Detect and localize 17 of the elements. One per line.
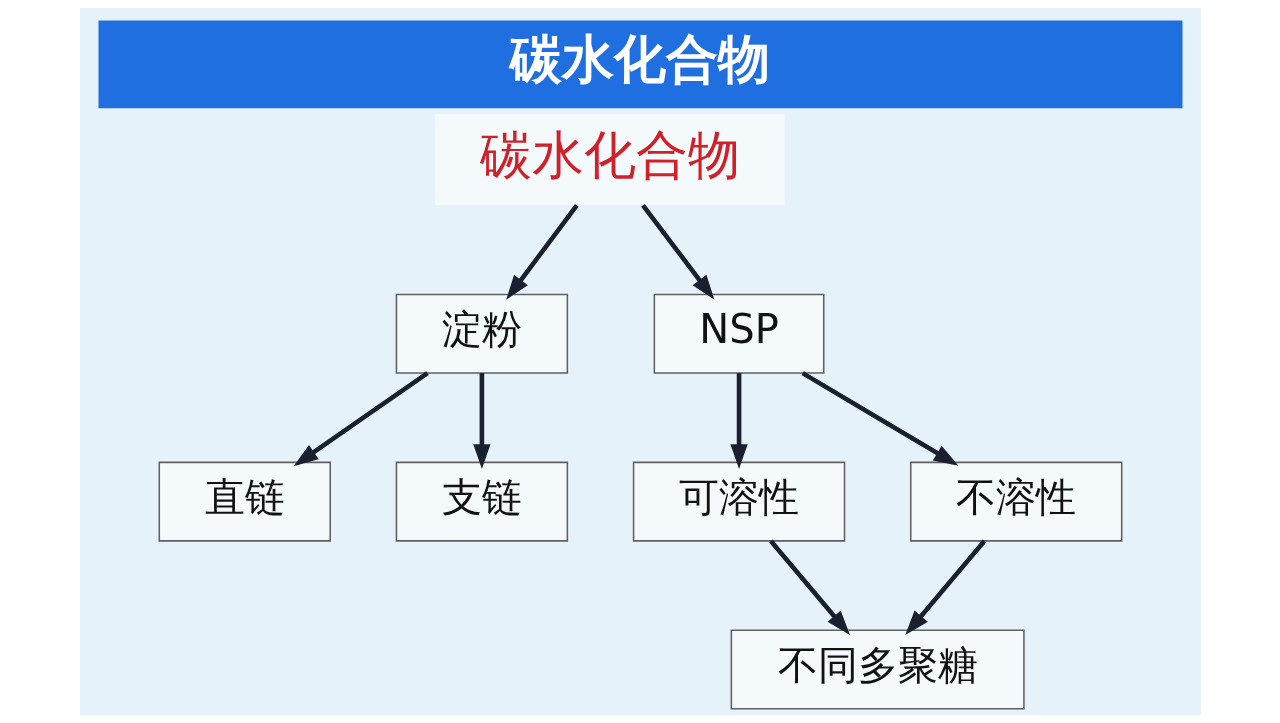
arrow [640, 203, 714, 300]
node-box: 不同多聚糖 [730, 629, 1025, 710]
arrow [472, 373, 491, 469]
arrow [904, 539, 986, 636]
arrow [505, 203, 579, 300]
node-box: 不溶性 [909, 461, 1122, 542]
arrow [800, 371, 958, 466]
node-box: 可溶性 [632, 461, 845, 542]
diagram-title: 碳水化合物 [509, 27, 770, 89]
node-box: 碳水化合物 [434, 114, 784, 206]
node-box: NSP [653, 293, 824, 374]
node-box: 支链 [395, 461, 568, 542]
arrow [768, 539, 850, 636]
node-box: 淀粉 [395, 293, 568, 374]
arrow [293, 371, 429, 467]
arrow [729, 373, 748, 469]
node-box: 直链 [158, 461, 331, 542]
